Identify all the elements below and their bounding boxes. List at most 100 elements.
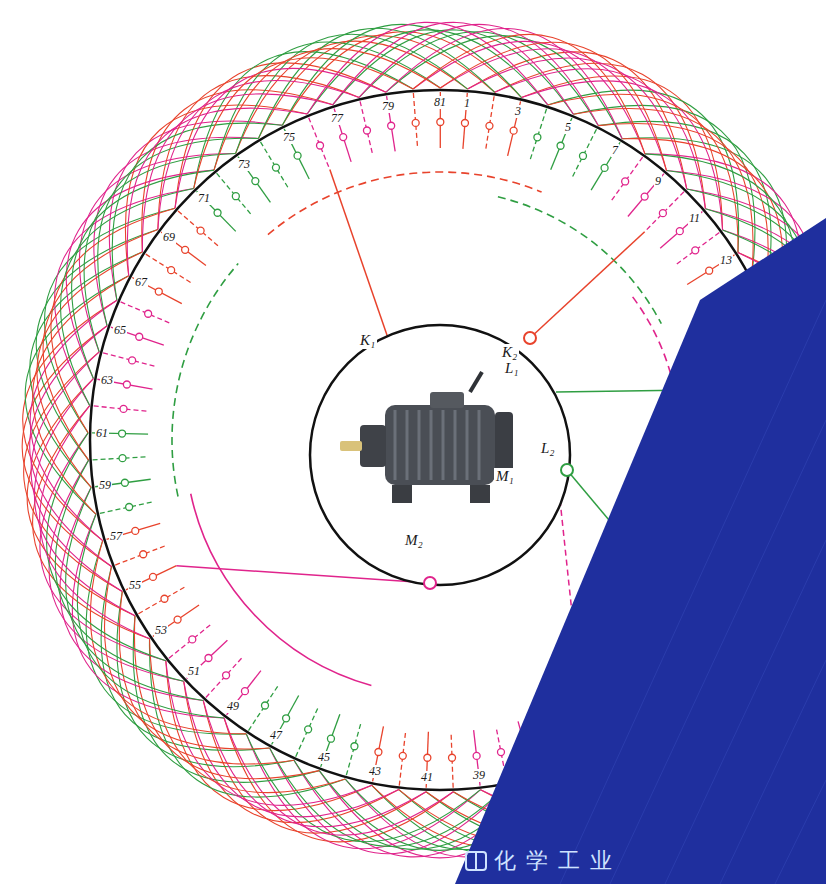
slot-number: 43	[368, 765, 382, 778]
coil-end	[150, 639, 346, 793]
slot-mark	[399, 752, 406, 759]
terminal-point	[524, 332, 536, 344]
slot-mark	[174, 616, 181, 623]
slot-mark	[579, 152, 586, 159]
slot-conductor	[103, 353, 157, 367]
slot-mark	[232, 193, 239, 200]
slot-conductor	[551, 118, 572, 170]
coil-end	[84, 153, 236, 351]
slot-number: 67	[134, 276, 148, 289]
terminal-circle	[310, 325, 570, 585]
slot-conductor	[591, 142, 620, 190]
coil-end	[194, 58, 413, 189]
slot-conductor	[197, 191, 236, 231]
slot-number: 7	[611, 144, 619, 157]
terminal-label: L₁	[503, 360, 521, 377]
slot-mark	[412, 119, 419, 126]
connection-arc	[498, 197, 661, 324]
slot-mark	[283, 715, 290, 722]
slot-mark	[497, 749, 504, 756]
slot-mark	[132, 527, 139, 534]
coil-end	[194, 52, 413, 189]
slot-conductor	[628, 174, 664, 217]
coil-end	[413, 34, 645, 153]
slot-number: 9	[654, 175, 662, 188]
slot-mark	[676, 228, 683, 235]
slot-mark	[706, 267, 713, 274]
slot-conductor	[146, 254, 193, 284]
slot-number: 51	[187, 665, 201, 678]
coil-end	[94, 137, 259, 325]
terminal-lead	[330, 170, 388, 338]
slot-mark	[327, 735, 334, 742]
cover-panel	[455, 218, 826, 884]
coil-end	[468, 52, 687, 189]
slot-conductor	[645, 192, 684, 232]
slot-number: 71	[197, 192, 211, 205]
slot-number: 61	[95, 427, 109, 440]
slot-number: 11	[688, 212, 701, 225]
slot-mark	[449, 754, 456, 761]
terminal-point	[561, 464, 573, 476]
slot-mark	[119, 430, 126, 437]
coil-end	[166, 661, 372, 806]
slot-number: 63	[100, 374, 114, 387]
slot-mark	[534, 134, 541, 141]
slot-mark	[388, 122, 395, 129]
coil-end	[72, 514, 224, 718]
slot-number: 57	[109, 530, 123, 543]
slot-conductor	[610, 157, 643, 203]
slot-number: 49	[226, 700, 240, 713]
slot-mark	[129, 357, 136, 364]
terminal-label: L₂	[539, 440, 557, 457]
slot-mark	[140, 551, 147, 558]
slot-mark	[155, 288, 162, 295]
slot-conductor	[115, 545, 167, 565]
slot-conductor	[169, 623, 213, 658]
slot-mark	[223, 672, 230, 679]
slot-conductor	[660, 211, 702, 248]
slot-conductor	[153, 605, 199, 637]
slot-mark	[473, 752, 480, 759]
slot-conductor	[571, 129, 596, 179]
coil-end	[522, 81, 723, 230]
slot-mark	[136, 333, 143, 340]
slot-mark	[123, 381, 130, 388]
slot-number: 45	[317, 751, 331, 764]
slot-conductor	[529, 109, 546, 162]
slot-number: 47	[269, 729, 283, 742]
coil-end	[112, 123, 282, 300]
connection-arc	[268, 172, 542, 235]
slot-conductor	[346, 721, 361, 775]
coil-end	[468, 58, 687, 189]
slot-number: 13	[719, 254, 733, 267]
coil-end	[40, 433, 166, 661]
slot-mark	[182, 246, 189, 253]
slot-mark	[659, 210, 666, 217]
coil-end	[55, 460, 183, 681]
slot-mark	[126, 504, 133, 511]
coil-end	[175, 63, 386, 208]
coil-end	[79, 153, 235, 351]
slot-conductor	[238, 157, 271, 203]
slot-conductor	[187, 640, 228, 678]
coil-end	[175, 68, 386, 208]
slot-conductor	[485, 96, 494, 151]
slot-mark	[437, 119, 444, 126]
slot-mark	[375, 748, 382, 755]
slot-number: 5	[564, 121, 572, 134]
slot-mark	[363, 127, 370, 134]
slot-number: 75	[282, 131, 296, 144]
slot-mark	[557, 142, 564, 149]
terminal-label: M₁	[494, 468, 516, 485]
slot-number: 39	[472, 769, 486, 782]
slot-conductor	[260, 142, 289, 190]
publisher-logo	[466, 852, 486, 870]
slot-conductor	[121, 302, 172, 324]
coil-end	[30, 300, 117, 540]
coil-end	[125, 105, 307, 276]
slot-conductor	[178, 211, 220, 248]
slot-number: 79	[381, 100, 395, 113]
slot-mark	[120, 405, 127, 412]
slot-mark	[461, 119, 468, 126]
